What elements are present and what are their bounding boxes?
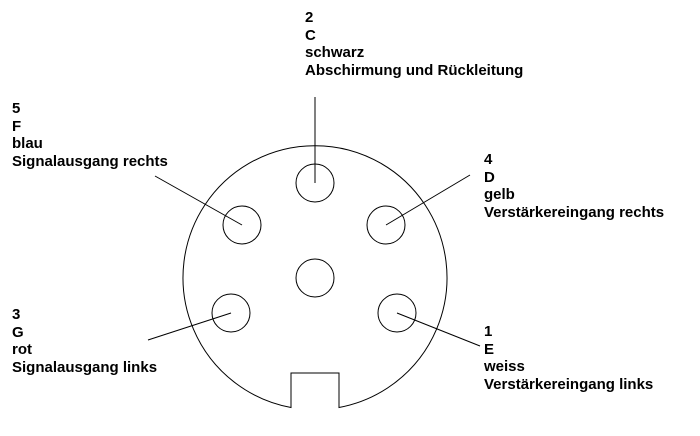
pin-number: 2 xyxy=(305,9,314,26)
label-pin-2: 2 C schwarz Abschirmung und Rückleitung xyxy=(305,9,523,79)
pin-number: 3 xyxy=(12,306,21,323)
pin-function: Abschirmung und Rückleitung xyxy=(305,61,524,79)
pin-number: 1 xyxy=(484,323,493,340)
pin-lower-right xyxy=(377,293,417,333)
pin-upper-right xyxy=(366,205,406,245)
leader-lower-left xyxy=(147,312,232,341)
pin-function: Verstärkereingang links xyxy=(484,375,654,393)
leader-upper-right xyxy=(385,174,471,226)
label-pin-5: 5 F blau Signalausgang rechts xyxy=(12,100,168,170)
pin-color: gelb xyxy=(484,186,515,203)
pin-letter: G xyxy=(12,323,24,341)
label-pin-3: 3 G rot Signalausgang links xyxy=(12,306,157,376)
pin-color: schwarz xyxy=(305,44,365,61)
label-pin-1: 1 E weiss Verstärkereingang links xyxy=(484,323,653,393)
pin-lower-left xyxy=(211,293,251,333)
pin-number: 4 xyxy=(484,151,493,168)
pin-letter: C xyxy=(305,26,316,44)
pin-letter: E xyxy=(484,340,495,358)
pin-function: Signalausgang rechts xyxy=(12,152,168,170)
pin-function: Signalausgang links xyxy=(12,358,158,376)
pin-upper-left xyxy=(222,205,262,245)
pin-function: Verstärkereingang rechts xyxy=(484,203,665,221)
label-pin-4: 4 D gelb Verstärkereingang rechts xyxy=(484,151,664,221)
connector-outline xyxy=(182,145,448,409)
pin-color: rot xyxy=(12,341,32,358)
leader-upper-left xyxy=(154,175,243,226)
pin-letter: D xyxy=(484,168,495,186)
pin-color: weiss xyxy=(484,358,525,375)
leader-lower-right xyxy=(396,312,481,347)
pin-color: blau xyxy=(12,135,43,152)
pin-center xyxy=(295,258,335,298)
pin-letter: F xyxy=(12,117,22,135)
pin-number: 5 xyxy=(12,100,21,117)
